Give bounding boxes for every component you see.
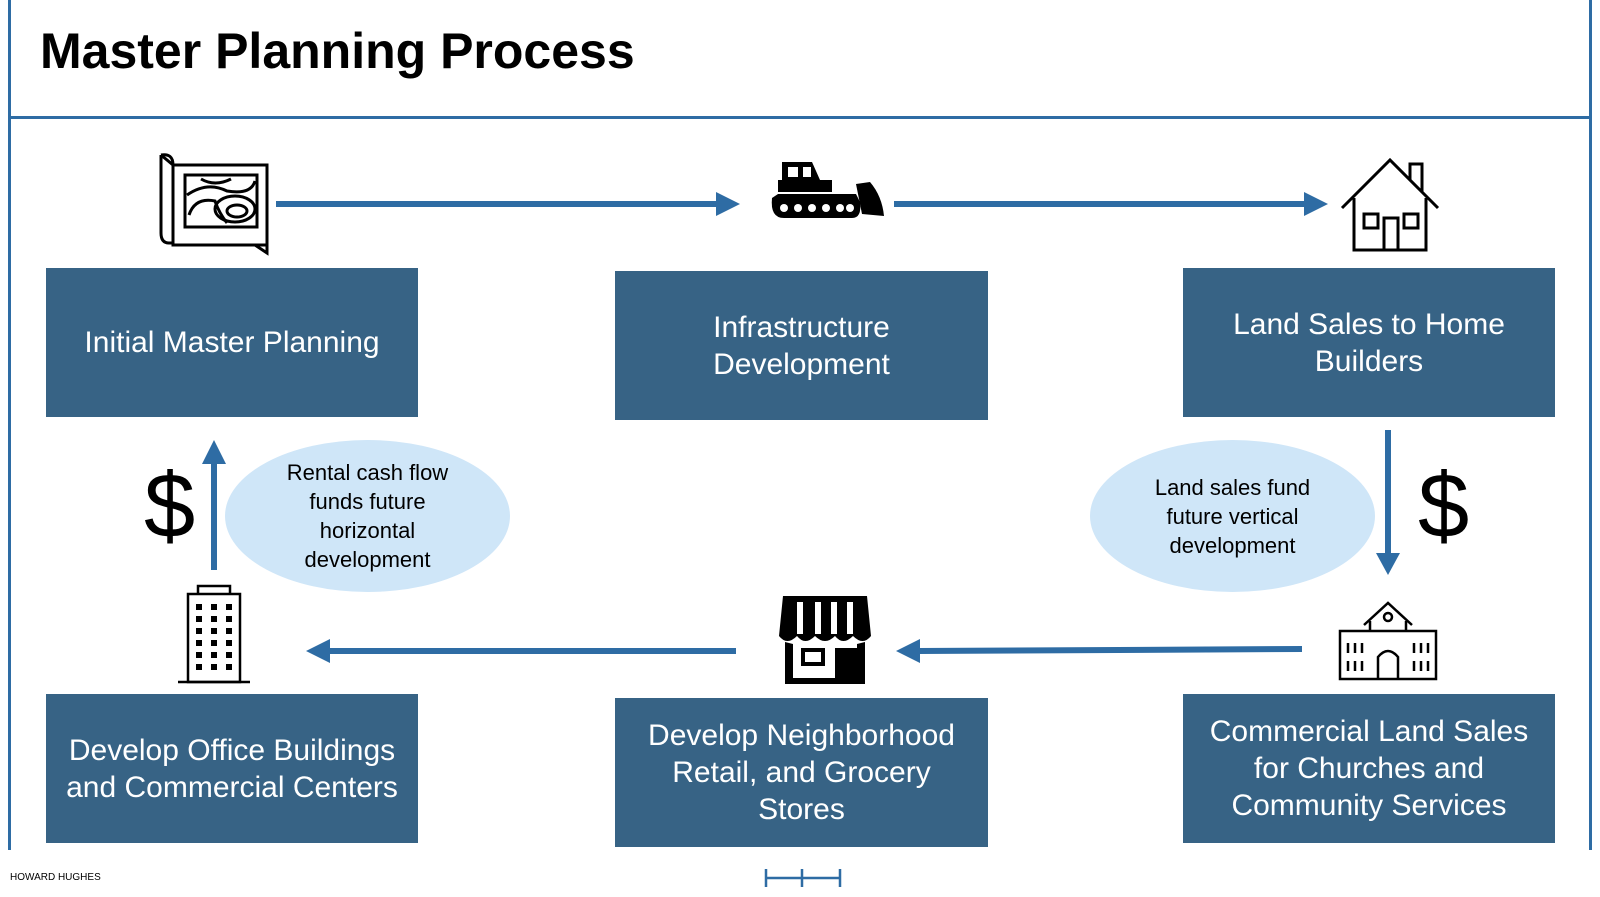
bulldozer-icon	[771, 162, 884, 218]
header-divider	[8, 116, 1592, 119]
storefront-icon	[779, 596, 871, 684]
step-neighborhood-retail: Develop Neighborhood Retail, and Grocery…	[615, 698, 988, 847]
note-rental-cash-flow: Rental cash flow funds future horizontal…	[225, 440, 510, 592]
footer-company-name: HOWARD HUGHES	[10, 872, 101, 883]
right-border-line	[1589, 0, 1592, 850]
step-commercial-land-sales: Commercial Land Sales for Churches and C…	[1183, 694, 1555, 843]
step-initial-master-planning: Initial Master Planning	[46, 268, 418, 417]
howard-hughes-logo-icon	[764, 869, 842, 887]
dollar-sign-right: $	[1418, 455, 1470, 557]
dollar-sign-left: $	[144, 455, 196, 557]
arrow-land-sales-to-commercial	[1376, 430, 1400, 575]
step-office-buildings: Develop Office Buildings and Commercial …	[46, 694, 418, 843]
arrow-commercial-to-retail	[896, 639, 1303, 663]
left-border-line	[8, 0, 11, 850]
page-title: Master Planning Process	[40, 23, 635, 79]
arrow-office-to-planning	[202, 440, 226, 570]
note-land-sales-fund: Land sales fund future vertical developm…	[1090, 440, 1375, 592]
house-icon	[1340, 157, 1440, 252]
step-infrastructure-development: Infrastructure Development	[615, 271, 988, 420]
step-land-sales-home-builders: Land Sales to Home Builders	[1183, 268, 1555, 417]
map-blueprint-icon	[159, 153, 269, 256]
arrow-planning-to-infrastructure	[276, 192, 740, 216]
office-building-icon	[178, 584, 250, 684]
arrow-retail-to-office	[306, 639, 736, 663]
arrow-infrastructure-to-land-sales	[894, 192, 1328, 216]
civic-building-icon	[1338, 601, 1438, 681]
